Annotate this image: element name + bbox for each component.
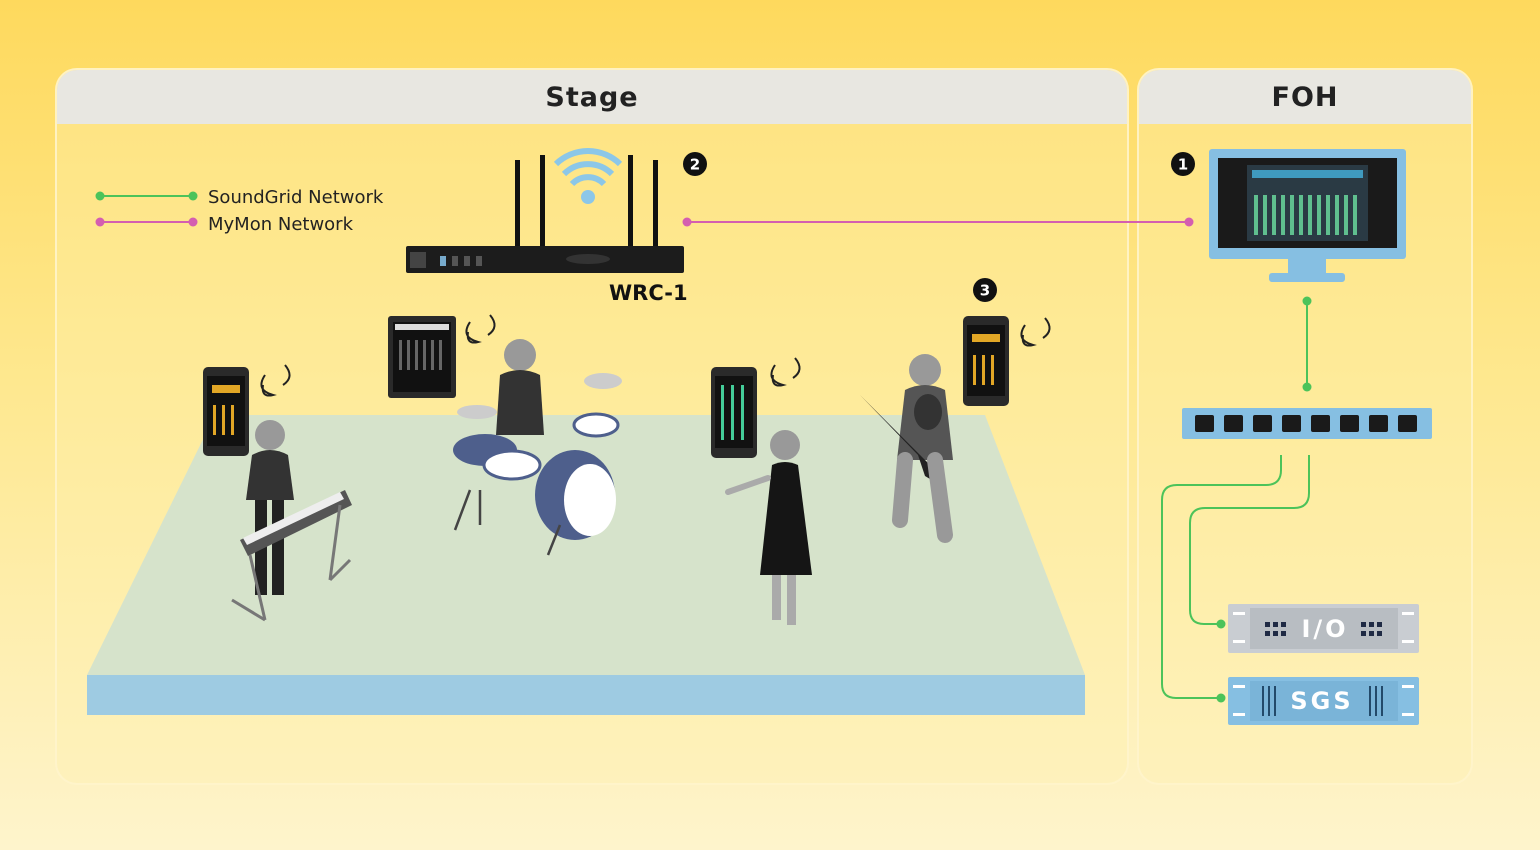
svg-text:1: 1 xyxy=(1178,156,1188,174)
keyboardist-figure xyxy=(231,420,352,622)
badge-2: 2 xyxy=(683,152,707,176)
phone-singer xyxy=(711,367,757,458)
io-label: I/O xyxy=(1301,615,1348,643)
foh-title: FOH xyxy=(1139,70,1471,124)
legend: SoundGrid Network MyMon Network xyxy=(95,187,384,235)
badge-1: 1 xyxy=(1171,152,1195,176)
earphones-icon xyxy=(260,314,1051,397)
wifi-icon xyxy=(553,148,623,204)
soundgrid-link-monitor-switch xyxy=(1302,296,1312,392)
soundgrid-links-foh xyxy=(1161,455,1310,699)
sgs-server: SGS xyxy=(1228,677,1419,725)
foh-monitor xyxy=(1209,149,1406,282)
sgs-label: SGS xyxy=(1290,687,1353,715)
legend-mymon-label: MyMon Network xyxy=(208,214,354,235)
stage-title: Stage xyxy=(57,70,1127,124)
singer-figure xyxy=(725,430,812,625)
wrc1-label: WRC-1 xyxy=(609,281,688,305)
legend-soundgrid-label: SoundGrid Network xyxy=(208,187,384,208)
badge-3: 3 xyxy=(973,278,997,302)
stage-platform xyxy=(87,415,1085,715)
mymon-link xyxy=(682,217,1194,227)
wrc1-router xyxy=(406,155,684,273)
network-switch xyxy=(1182,408,1432,439)
phone-guitarist xyxy=(963,316,1009,406)
svg-text:3: 3 xyxy=(980,282,990,300)
phone-keyboardist xyxy=(203,367,249,456)
drummer-figure xyxy=(453,339,622,556)
svg-text:2: 2 xyxy=(690,156,700,174)
io-device: I/O xyxy=(1228,604,1419,653)
tablet-device xyxy=(388,316,456,398)
guitarist-figure xyxy=(860,354,953,543)
